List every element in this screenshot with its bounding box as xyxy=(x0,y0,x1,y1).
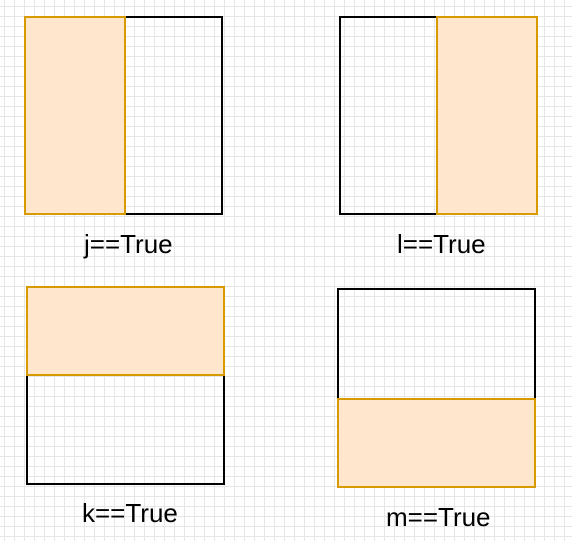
panel-j-highlighted-left-half xyxy=(24,16,126,215)
panel-m-highlighted-bottom-half xyxy=(337,398,536,488)
panel-k-caption: k==True xyxy=(82,498,178,528)
panel-l-caption: l==True xyxy=(397,229,486,259)
panel-k-highlighted-top-half xyxy=(26,286,225,376)
panel-m-caption: m==True xyxy=(386,502,491,532)
panel-j-caption: j==True xyxy=(84,229,173,259)
panel-l-highlighted-right-half xyxy=(436,16,538,215)
